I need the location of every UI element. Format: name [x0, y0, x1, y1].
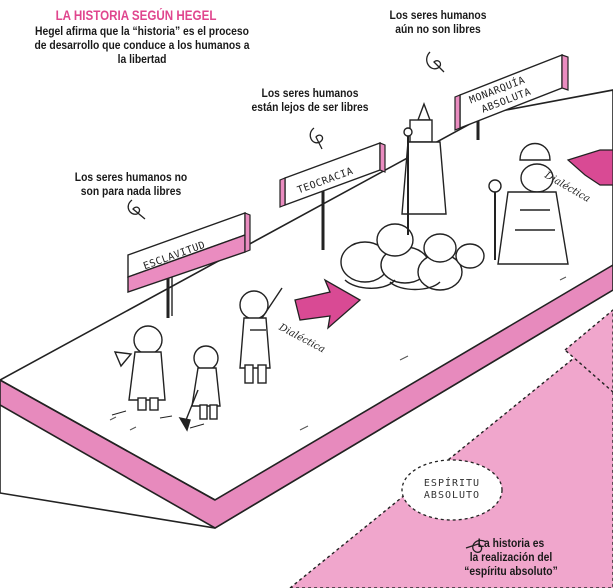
dialectic-arrow-middle [294, 278, 362, 330]
caption-line: Los seres humanos [389, 8, 487, 22]
kneeling-crowd [340, 223, 485, 291]
caption-esclavitud: Los seres humanos no son para nada libre… [67, 170, 196, 198]
caption-swirls [127, 51, 487, 553]
caption-line: aún no son libres [395, 22, 481, 37]
intro-text: Hegel afirma que la “historia” es el pro… [34, 24, 250, 67]
slaves-figures [111, 287, 283, 432]
absolute-spirit-bubble [401, 459, 503, 521]
spirit-line: ABSOLUTO [423, 490, 481, 501]
caption-historia: La historia es la realización del “espír… [447, 536, 576, 578]
caption-line: la realización del [469, 550, 553, 565]
caption-monarquia: Los seres humanos aún no son libres [378, 8, 498, 36]
dialectic-arrow-right [566, 149, 613, 186]
king-figure [488, 143, 569, 265]
caption-line: Los seres humanos no [74, 170, 188, 184]
caption-line: están lejos de ser libres [251, 100, 369, 115]
absolute-spirit-label: ESPÍRITU ABSOLUTO [412, 478, 492, 502]
caption-line: La historia es [477, 536, 545, 550]
page-title: LA HISTORIA SEGÚN HEGEL [55, 8, 217, 23]
caption-teocracia: Los seres humanos están lejos de ser lib… [241, 86, 379, 114]
sign-teocracia [279, 141, 386, 250]
sign-monarquia [454, 53, 569, 140]
caption-line: Los seres humanos [261, 86, 359, 100]
caption-line: son para nada libres [80, 184, 182, 199]
bishop-figure [401, 102, 447, 235]
caption-line: “espíritu absoluto” [464, 564, 558, 579]
sign-esclavitud [127, 212, 251, 318]
spirit-line: ESPÍRITU [423, 478, 481, 489]
